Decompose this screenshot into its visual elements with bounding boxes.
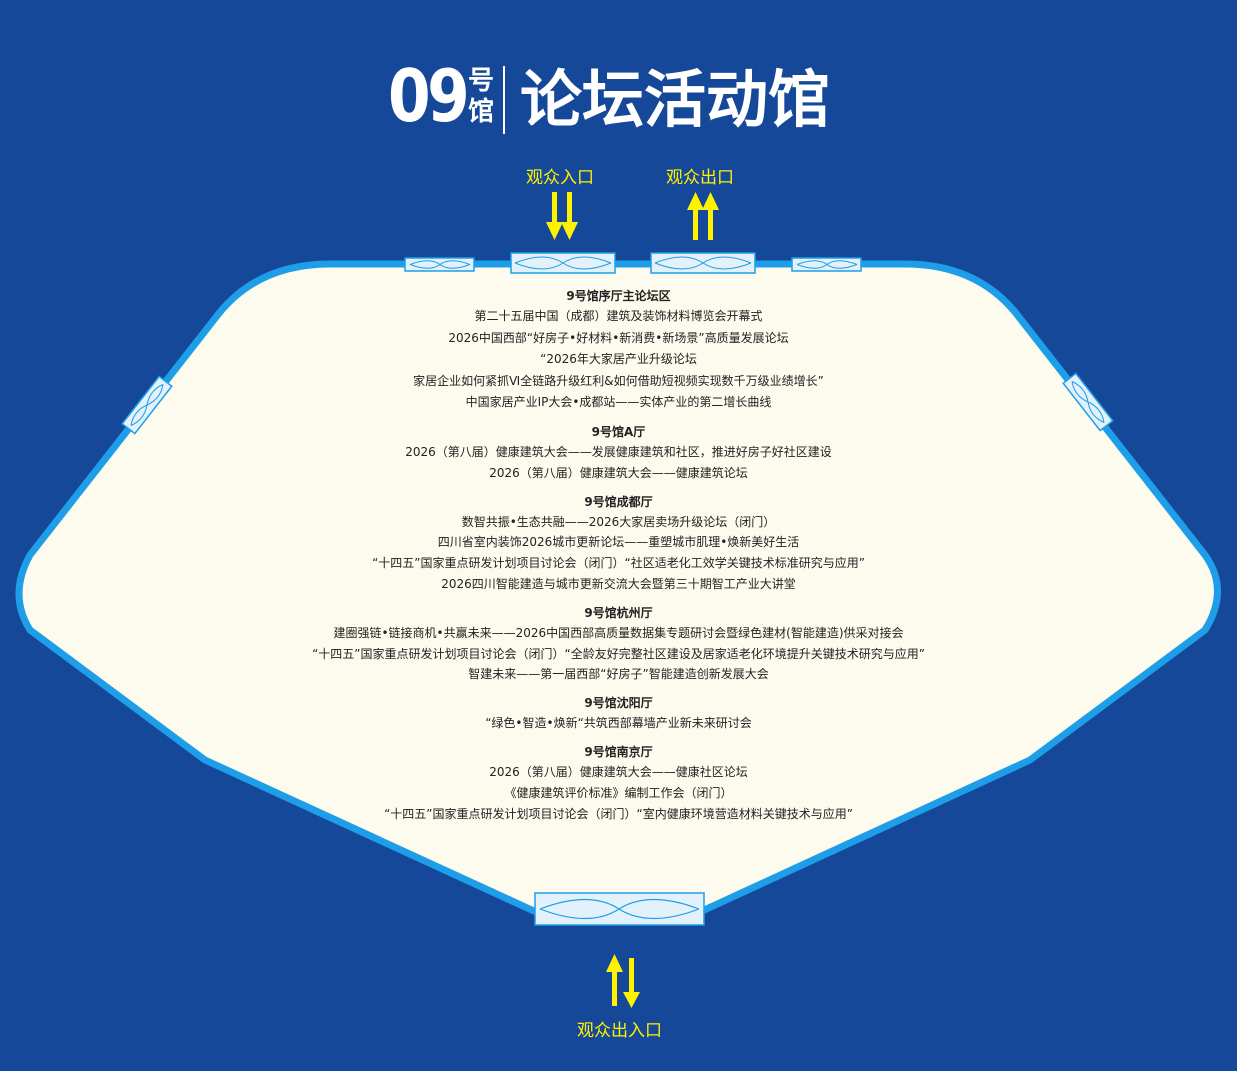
room-title: 9号馆序厅主论坛区 [566,289,671,303]
event-item: 2026中国西部“好房子•好材料•新消费•新场景”高质量发展论坛 [448,330,789,345]
hall-unit: 号馆 [468,66,495,127]
event-item: 家居企业如何紧抓Ⅵ全链路升级红利&如何借助短视频实现数千万级业绩增长” [413,373,824,388]
room-title: 9号馆杭州厅 [584,605,653,620]
door-exit [650,252,756,274]
event-item: 《健康建筑评价标准》编制工作会（闭门） [504,785,733,800]
door-right-side [1062,372,1114,432]
entrance-arrow-icon [546,192,578,240]
entrance-exit-arrow-icon [606,954,640,1008]
room-section: 9号馆成都厅 数智共振•生态共融——2026大家居卖场升级论坛（闭门） 四川省室… [200,493,1037,595]
room-title: 9号馆A厅 [591,424,646,439]
room-section: 9号馆沈阳厅 “绿色•智造•焕新“共筑西部幕墙产业新未来研讨会 [200,694,1037,734]
door-top-1 [404,257,475,272]
exit-label: 观众出口 [666,168,734,188]
event-item: 2026四川智能建造与城市更新交流大会暨第三十期智工产业大讲堂 [441,576,796,591]
room-section: 9号馆杭州厅 建圈强链•链接商机•共赢未来——2026中国西部高质量数据集专题研… [200,604,1037,685]
event-item: 中国家居产业IP大会•成都站——实体产业的第二增长曲线 [465,395,772,410]
hall-name: 论坛活动馆 [520,63,831,136]
room-title: 9号馆成都厅 [584,494,653,509]
event-item: 2026（第八届）健康建筑大会——发展健康建筑和社区，推进好房子好社区建设 [405,444,832,459]
event-item: 建圈强链•链接商机•共赢未来——2026中国西部高质量数据集专题研讨会暨绿色建材… [333,625,904,640]
event-item: 2026（第八届）健康建筑大会——健康建筑论坛 [489,465,748,480]
room-title: 9号馆南京厅 [584,744,653,759]
title-divider [503,66,505,134]
event-item: 智建未来——第一届西部“好房子”智能建造创新发展大会 [468,667,769,682]
door-entrance-exit [534,892,705,926]
hall-number: 09 [388,54,470,138]
event-item: 四川省室内装饰2026城市更新论坛——重塑城市肌理•焕新美好生活 [437,535,800,550]
door-left-side [121,375,173,435]
event-item: 数智共振•生态共融——2026大家居卖场升级论坛（闭门） [461,514,776,529]
event-item: “十四五”国家重点研发计划项目讨论会（闭门）“全龄友好完整社区建设及居家适老化环… [312,646,925,661]
entrance-label: 观众入口 [526,168,594,188]
event-item: 第二十五届中国（成都）建筑及装饰材料博览会开幕式 [474,309,763,323]
event-item: “绿色•智造•焕新“共筑西部幕墙产业新未来研讨会 [485,716,752,731]
door-top-4 [791,257,862,272]
event-item: “十四五”国家重点研发计划项目讨论会（闭门）“室内健康环境营造材料关键技术与应用… [384,806,853,821]
event-item: “十四五”国家重点研发计划项目讨论会（闭门）“社区适老化工效学关键技术标准研究与… [372,556,865,571]
entrance-exit-label: 观众出入口 [577,1021,662,1041]
room-section: 9号馆序厅主论坛区 第二十五届中国（成都）建筑及装饰材料博览会开幕式 2026中… [200,287,1037,414]
event-item: “2026年大家居产业升级论坛 [540,352,697,367]
forum-schedule: 9号馆序厅主论坛区 第二十五届中国（成都）建筑及装饰材料博览会开幕式 2026中… [200,287,1037,833]
exit-arrow-icon [687,192,719,240]
room-section: 9号馆A厅 2026（第八届）健康建筑大会——发展健康建筑和社区，推进好房子好社… [200,423,1037,484]
room-title: 9号馆沈阳厅 [584,696,653,711]
door-entrance [510,252,616,274]
event-item: 2026（第八届）健康建筑大会——健康社区论坛 [489,764,748,779]
room-section: 9号馆南京厅 2026（第八届）健康建筑大会——健康社区论坛 《健康建筑评价标准… [200,743,1037,824]
